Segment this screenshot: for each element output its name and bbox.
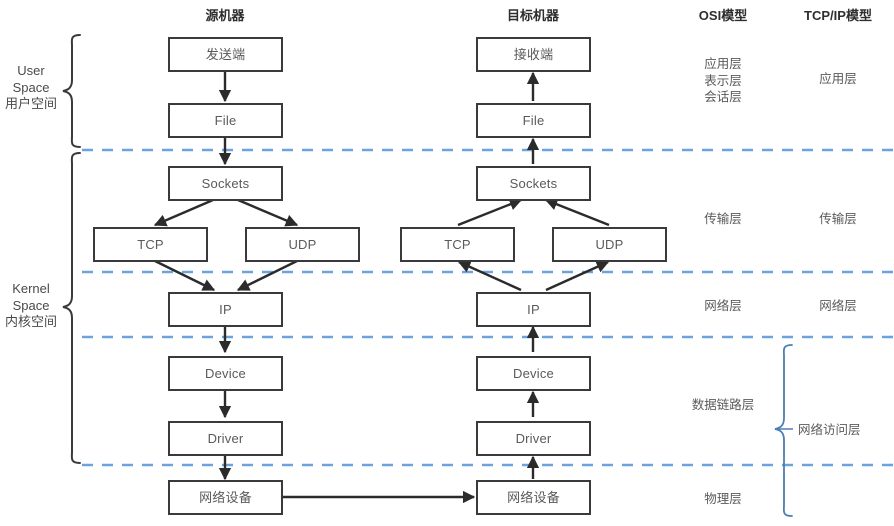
source-node-sockets[interactable]: Sockets (168, 166, 283, 201)
osi-layer-application-presentation-session: 应用层 表示层 会话层 (704, 57, 742, 104)
source-node-driver[interactable]: Driver (168, 421, 283, 456)
tcpip-layer-internet: 网络层 (819, 299, 857, 313)
arrow-udp-to-ip (236, 259, 298, 292)
tcpip-layer-network-access: 网络访问层 (798, 423, 861, 437)
target-node-file[interactable]: File (476, 103, 591, 138)
source-node-network-device[interactable]: 网络设备 (168, 480, 283, 515)
source-node-sender[interactable]: 发送端 (168, 37, 283, 72)
target-node-network-device[interactable]: 网络设备 (476, 480, 591, 515)
kernel-space-label: Kernel Space 内核空间 (4, 281, 57, 330)
source-node-tcp[interactable]: TCP (93, 227, 208, 262)
source-node-udp[interactable]: UDP (245, 227, 360, 262)
network-access-bracket (774, 344, 793, 517)
user-space-bracket (62, 34, 81, 148)
arrow-tcp-to-sockets (457, 198, 523, 227)
arrow-ip-to-tcp (457, 260, 522, 292)
column-header-source-machine: 源机器 (205, 8, 245, 23)
arrow-sockets-to-tcp (153, 198, 214, 227)
target-node-ip[interactable]: IP (476, 292, 591, 327)
arrow-ip-to-udp (545, 260, 610, 292)
target-node-sockets[interactable]: Sockets (476, 166, 591, 201)
column-header-osi-model: OSI模型 (698, 8, 748, 23)
osi-layer-transport: 传输层 (704, 212, 742, 226)
arrow-sockets-to-udp (237, 198, 299, 227)
source-node-device[interactable]: Device (168, 356, 283, 391)
osi-layer-network: 网络层 (704, 299, 742, 313)
target-node-udp[interactable]: UDP (552, 227, 667, 262)
target-node-device[interactable]: Device (476, 356, 591, 391)
kernel-space-bracket (62, 152, 81, 464)
osi-layer-data-link: 数据链路层 (691, 398, 755, 412)
osi-layer-physical: 物理层 (704, 492, 742, 506)
tcpip-layer-transport: 传输层 (819, 212, 857, 226)
tcpip-layer-application: 应用层 (819, 72, 857, 86)
target-node-driver[interactable]: Driver (476, 421, 591, 456)
column-header-tcpip-model: TCP/IP模型 (804, 8, 872, 23)
source-node-file[interactable]: File (168, 103, 283, 138)
column-header-target-machine: 目标机器 (506, 8, 559, 23)
arrow-tcp-to-ip (154, 259, 216, 292)
user-space-label: User Space 用户空间 (4, 63, 57, 112)
target-node-receiver[interactable]: 接收端 (476, 37, 591, 72)
arrow-udp-to-sockets (544, 198, 610, 227)
source-node-ip[interactable]: IP (168, 292, 283, 327)
target-node-tcp[interactable]: TCP (400, 227, 515, 262)
